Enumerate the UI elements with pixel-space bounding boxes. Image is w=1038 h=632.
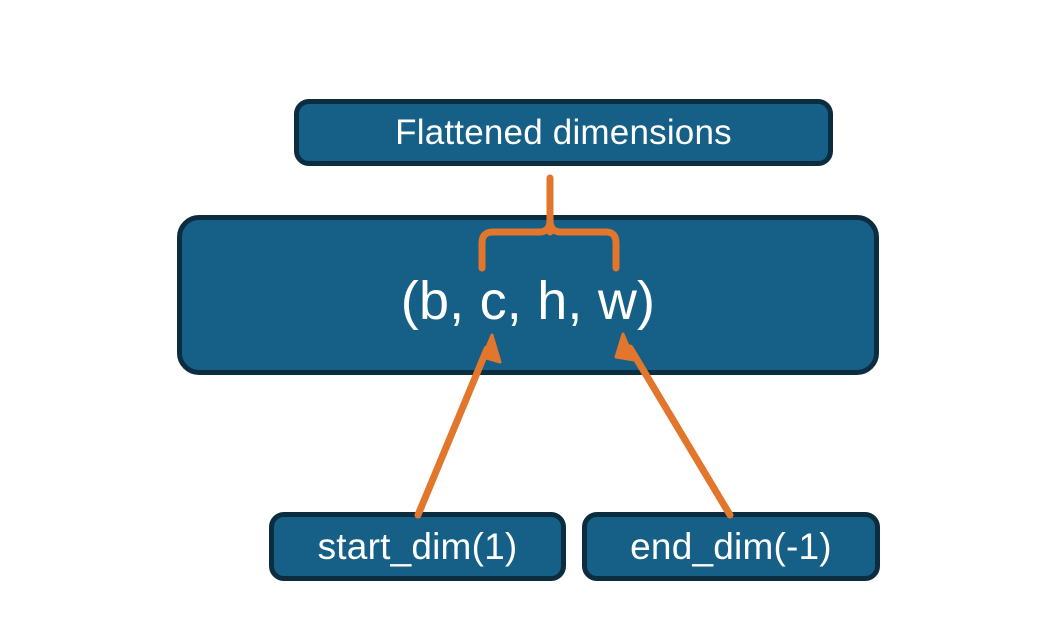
node-start-dim-label: start_dim(1) bbox=[317, 526, 518, 567]
node-tensor-shape-label: (b, c, h, w) bbox=[400, 271, 656, 331]
node-flattened-dimensions-label: Flattened dimensions bbox=[395, 113, 732, 152]
node-end-dim-label: end_dim(-1) bbox=[630, 526, 832, 567]
node-flattened-dimensions[interactable]: Flattened dimensions bbox=[294, 99, 833, 166]
node-end-dim[interactable]: end_dim(-1) bbox=[582, 512, 880, 581]
node-start-dim[interactable]: start_dim(1) bbox=[269, 512, 566, 581]
node-tensor-shape[interactable]: (b, c, h, w) bbox=[177, 215, 879, 375]
